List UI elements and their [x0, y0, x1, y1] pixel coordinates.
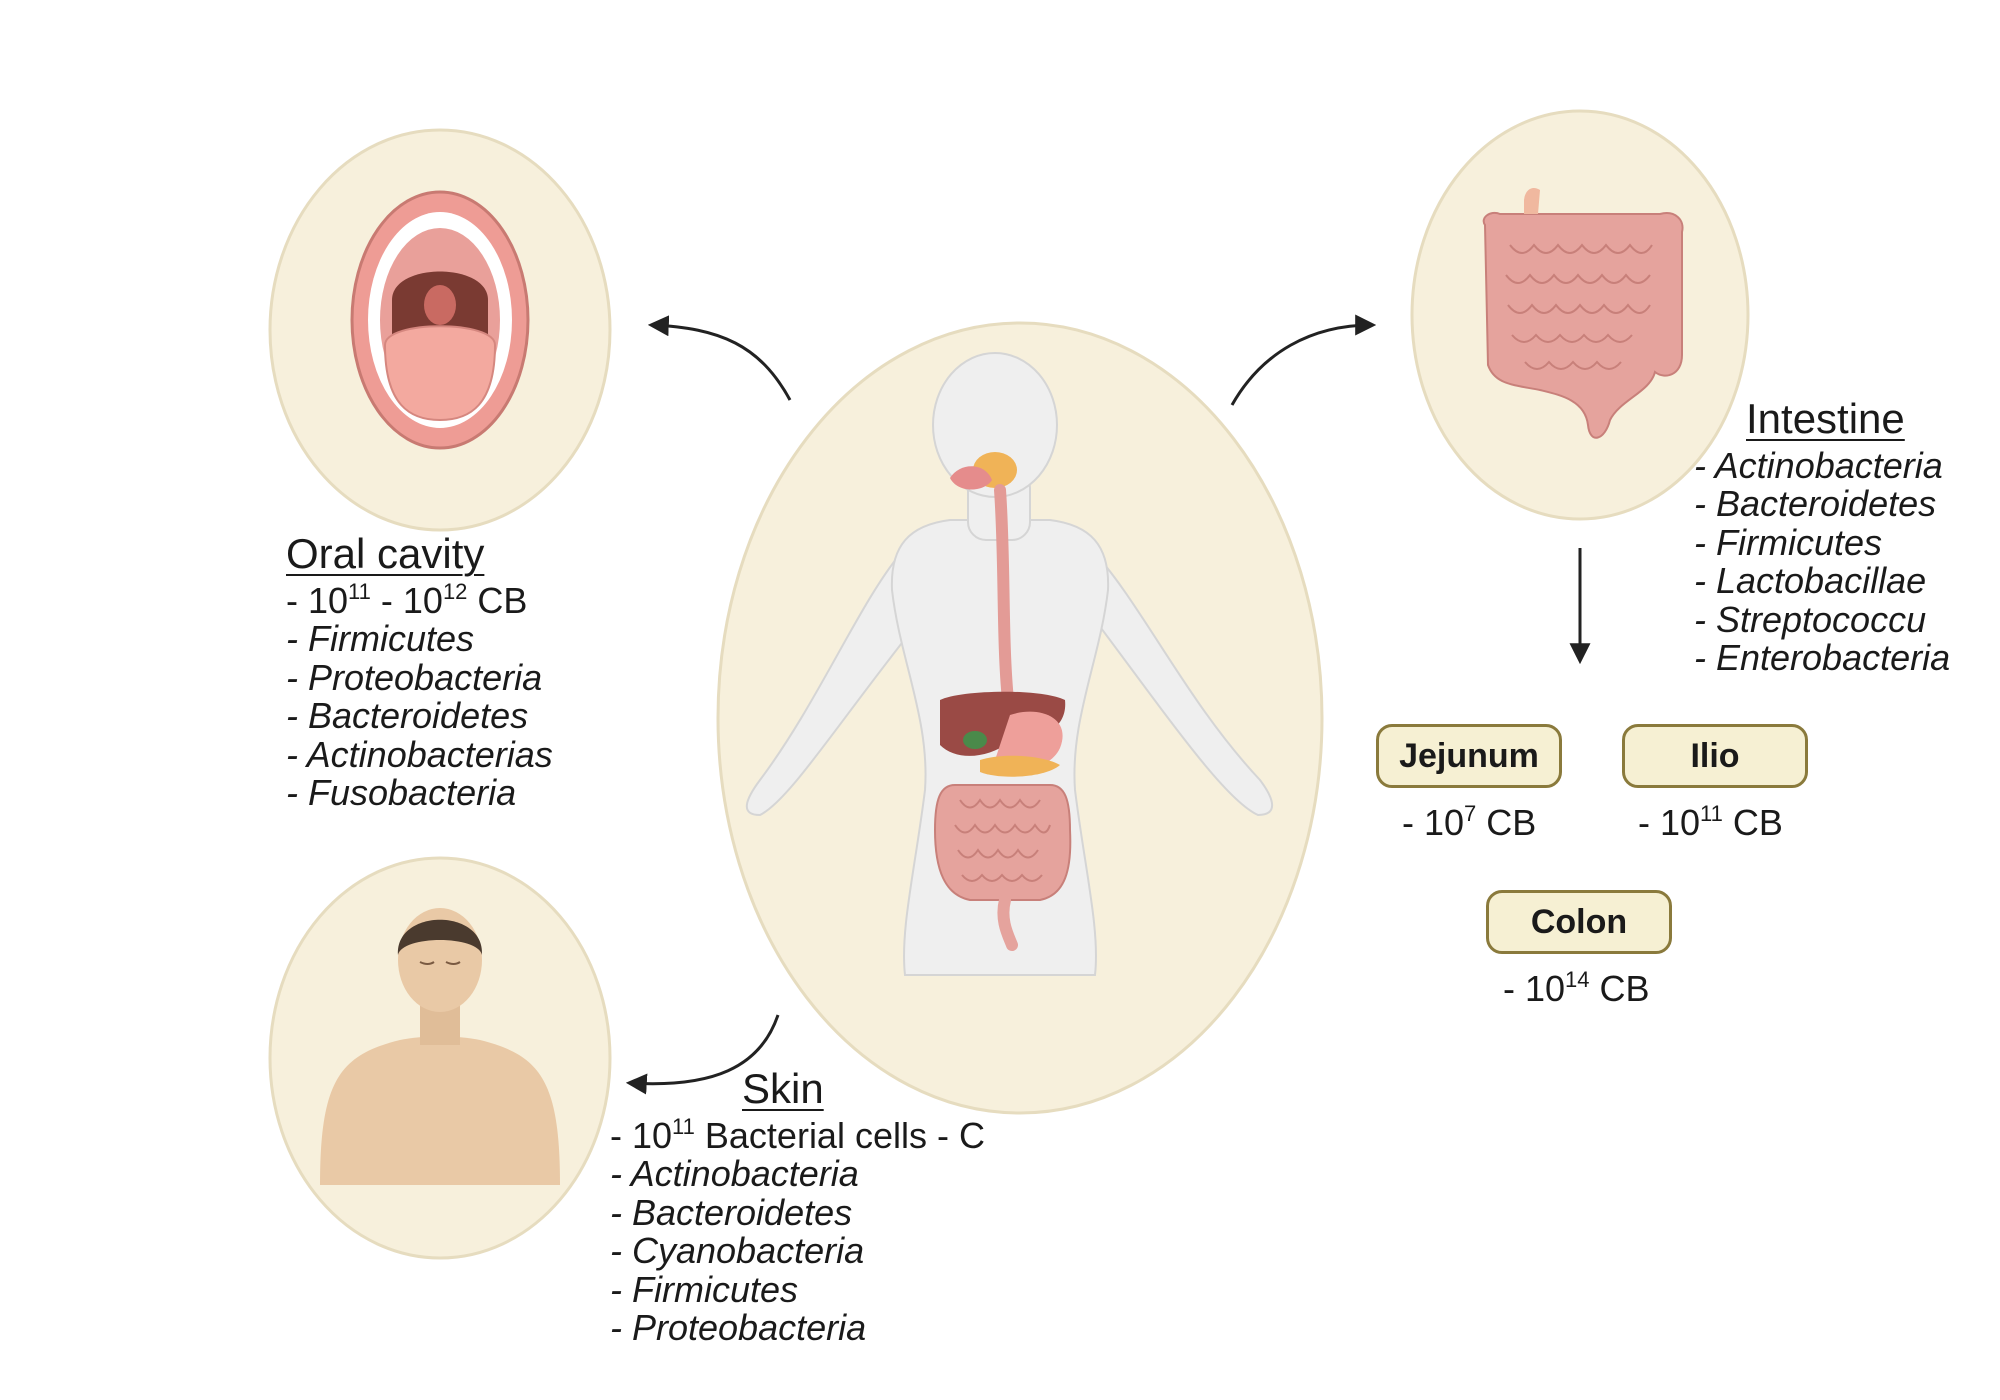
intestine-taxon: - Firmicutes [1694, 521, 1882, 563]
man-torso-icon [268, 856, 612, 1260]
intestine-icon [1410, 109, 1750, 521]
oral-cavity-title: Oral cavity [286, 530, 485, 577]
colon-count: - 1014 CB [1503, 967, 1650, 1009]
oral-cavity-block: Oral cavity - 1011 - 1012 CB - Firmicute… [286, 530, 553, 813]
skin-block: Skin - 1011 Bacterial cells - C - Actino… [610, 1065, 985, 1348]
skin-taxon: - Bacteroidetes [610, 1191, 853, 1233]
intestine-taxon: - Lactobacillae [1694, 560, 1927, 601]
intestine-block: Intestine - Actinobacteria - Bacteroidet… [1694, 395, 1951, 678]
open-mouth-icon [268, 128, 612, 532]
intestine-taxon: - Streptococcu [1694, 598, 1927, 640]
jejunum-box: Jejunum [1376, 724, 1562, 788]
skin-taxon: - Proteobacteria [610, 1307, 867, 1348]
colon-box: Colon [1486, 890, 1672, 954]
arrow-to-intestine [1230, 314, 1377, 406]
human-body-icon [716, 321, 1324, 1115]
oral-cavity-count: - 1011 - 1012 CB [286, 578, 528, 621]
skin-taxon: - Cyanobacteria [610, 1230, 865, 1271]
intestine-title: Intestine [1746, 395, 1905, 442]
skin-count: - 1011 Bacterial cells - C [610, 1113, 985, 1156]
ilio-count: - 1011 CB [1638, 801, 1783, 843]
arrow-to-oral [647, 315, 792, 401]
oral-taxon: - Actinobacterias [286, 733, 553, 775]
oral-taxon: - Proteobacteria [286, 656, 543, 698]
oral-taxon: - Firmicutes [286, 618, 474, 659]
arrow-to-skin [625, 1014, 780, 1095]
oral-taxon: - Fusobacteria [286, 772, 517, 813]
intestine-taxon: - Enterobacteria [1694, 637, 1951, 678]
skin-taxon: - Firmicutes [610, 1268, 798, 1310]
jejunum-count: - 107 CB [1402, 801, 1537, 843]
oral-taxon: - Bacteroidetes [286, 695, 529, 736]
ilio-box: Ilio [1622, 724, 1808, 788]
intestine-taxon: - Actinobacteria [1694, 444, 1943, 486]
intestine-taxon: - Bacteroidetes [1694, 483, 1937, 524]
skin-taxon: - Actinobacteria [610, 1153, 859, 1194]
skin-title: Skin [742, 1065, 824, 1112]
